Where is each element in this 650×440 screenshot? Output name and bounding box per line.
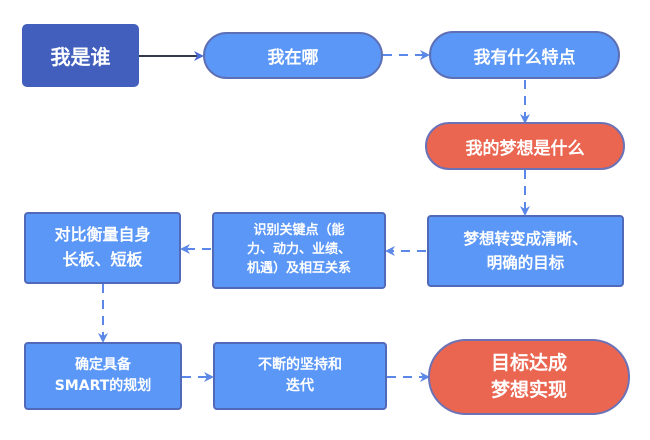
- node-persist-iterate-label: 不断的坚持和 迭代: [258, 357, 342, 394]
- node-my-dream-label: 我的梦想是什么: [465, 138, 585, 159]
- node-my-traits: 我有什么特点: [429, 31, 620, 79]
- node-who-am-i: 我是谁: [22, 24, 139, 87]
- node-identify-keys: 识别关键点（能 力、动力、业绩、 机遇）及相互关系: [212, 212, 386, 289]
- node-compare-strengths-label: 对比衡量自身 长板、短板: [54, 225, 151, 269]
- node-goal-achieved: 目标达成 梦想实现: [428, 339, 630, 415]
- node-goal-achieved-label: 目标达成 梦想实现: [490, 352, 567, 401]
- node-my-dream: 我的梦想是什么: [425, 122, 625, 170]
- node-where-am-i-label: 我在哪: [267, 48, 319, 68]
- node-dream-to-goal-label: 梦想转变成清晰、 明确的目标: [463, 229, 588, 272]
- node-dream-to-goal: 梦想转变成清晰、 明确的目标: [427, 215, 624, 287]
- node-smart-plan: 确定具备 SMART的规划: [24, 342, 182, 410]
- node-identify-keys-label: 识别关键点（能 力、动力、业绩、 机遇）及相互关系: [246, 223, 351, 276]
- node-smart-plan-label: 确定具备 SMART的规划: [54, 357, 152, 394]
- node-my-traits-label: 我有什么特点: [473, 47, 576, 68]
- node-where-am-i: 我在哪: [203, 32, 383, 79]
- node-persist-iterate: 不断的坚持和 迭代: [213, 342, 387, 410]
- node-compare-strengths: 对比衡量自身 长板、短板: [24, 212, 181, 284]
- node-who-am-i-label: 我是谁: [50, 45, 111, 69]
